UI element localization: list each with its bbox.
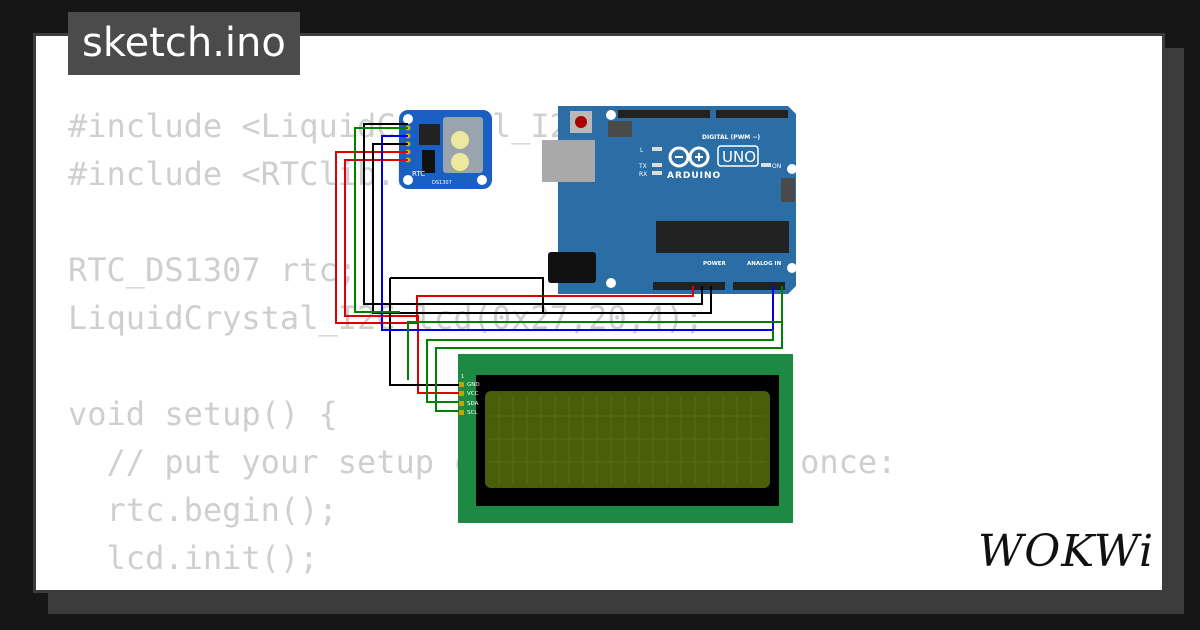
wokwi-logo: WOKWi xyxy=(976,524,1152,576)
icsp-header xyxy=(608,121,632,137)
usb-port xyxy=(542,140,595,182)
lcd-pin-sda: SDA xyxy=(467,401,479,407)
lcd-pin1-label: 1 xyxy=(461,374,464,380)
lcd-pin-vcc: VCC xyxy=(467,391,479,397)
wire-lcd-gnd xyxy=(389,278,459,386)
rtc-module[interactable]: RTC DS1307 xyxy=(399,110,492,189)
arduino-uno[interactable]: UNO ARDUINO DIGITAL (PWM ~) POWER ANALOG… xyxy=(542,106,797,294)
on-led-label: ON xyxy=(772,163,781,170)
arduino-brand: ARDUINO xyxy=(667,171,721,181)
lcd-pin-scl: SCL xyxy=(467,410,478,416)
code-line: void setup() { xyxy=(68,395,338,433)
code-line: rtc.begin(); xyxy=(68,491,338,529)
wire-rtc-gnd xyxy=(363,123,703,305)
arduino-logo xyxy=(668,146,710,168)
wire-lcd-vcc xyxy=(344,159,459,394)
atmega-chip xyxy=(656,221,789,253)
digital-label: DIGITAL (PWM ~) xyxy=(702,134,760,141)
rtc-chip-label: DS1307 xyxy=(432,180,452,186)
tx-led-label: TX xyxy=(638,163,647,170)
l-led-label: L xyxy=(640,147,644,154)
wire-rtc-scl xyxy=(354,127,408,313)
analog-header xyxy=(733,282,785,290)
lcd-pin-gnd: GND xyxy=(467,382,480,388)
lcd-pin-pads xyxy=(459,382,464,415)
code-line: lcd.backlight(); xyxy=(68,582,896,590)
wokwi-logo-mark: WOKWi xyxy=(978,526,1152,576)
power-header xyxy=(653,282,725,290)
digital-header-left xyxy=(618,110,710,118)
lcd-display[interactable]: 1 GND VCC SDA SCL xyxy=(458,354,793,523)
wire-scl-bus xyxy=(407,286,783,380)
icsp2-header xyxy=(781,178,795,202)
wiring xyxy=(335,123,783,412)
wire-lcd-sda xyxy=(426,330,774,403)
status-leds xyxy=(652,147,771,175)
reset-button-cap[interactable] xyxy=(575,116,587,128)
wire-rtc-sda xyxy=(381,135,774,331)
analog-label: ANALOG IN xyxy=(747,261,782,267)
wokwi-logo-text: WOKWi xyxy=(978,526,1152,576)
rtc-label: RTC xyxy=(412,170,425,178)
digital-header-right xyxy=(716,110,788,118)
rx-led-label: RX xyxy=(639,171,647,178)
power-label: POWER xyxy=(703,261,727,267)
arduino-model: UNO xyxy=(722,148,756,166)
wire-rtc-gnd-2 xyxy=(372,143,543,314)
lcd-pin-labels: GND VCC SDA SCL xyxy=(467,382,480,416)
wire-lcd-scl xyxy=(435,322,783,412)
power-jack xyxy=(548,252,596,283)
lcd-char-grid xyxy=(489,395,766,484)
code-line: lcd.init(); xyxy=(68,539,319,577)
sketch-title: sketch.ino xyxy=(68,12,300,75)
